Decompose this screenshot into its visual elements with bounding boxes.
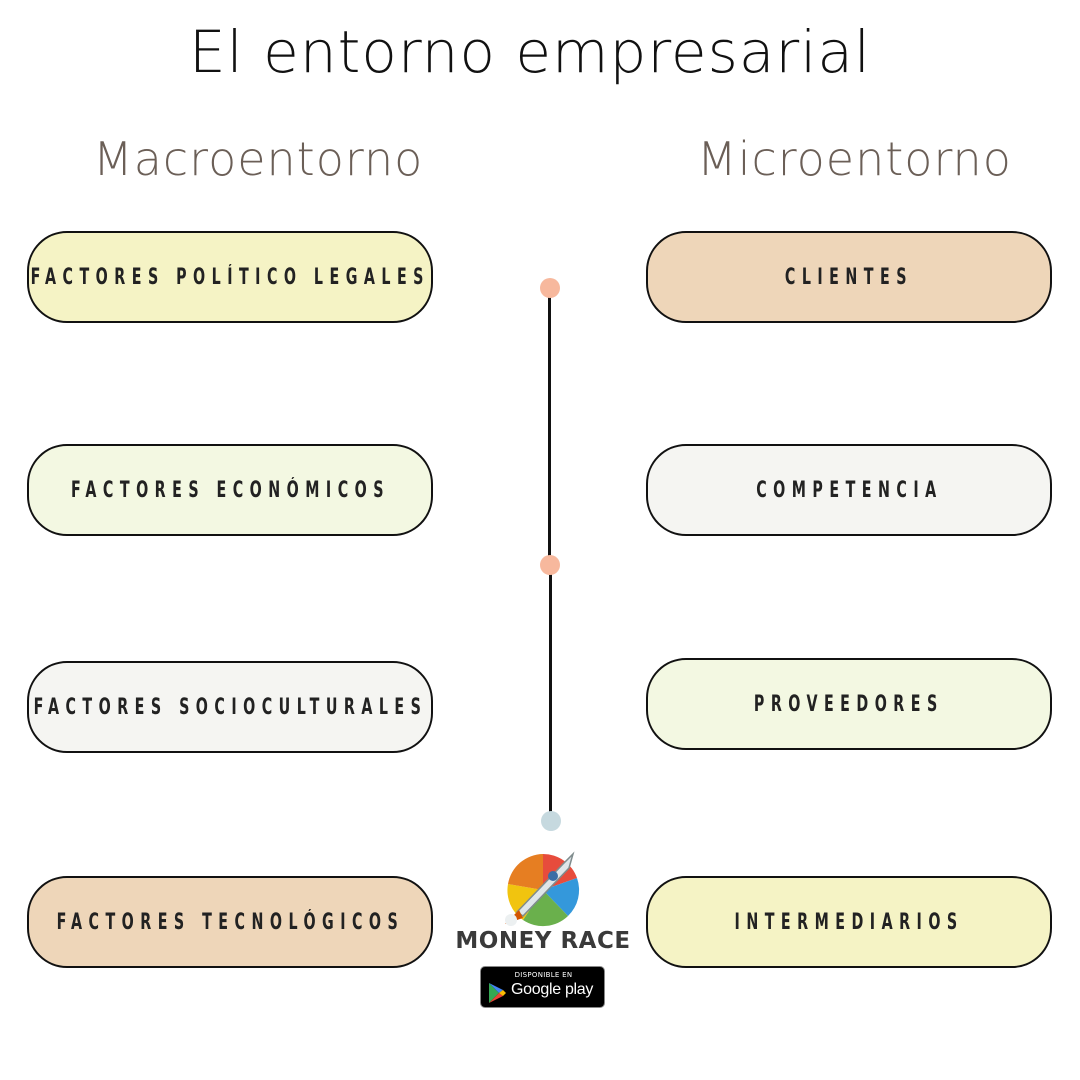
- timeline-line-upper: [548, 292, 551, 564]
- timeline-dot-middle: [540, 555, 560, 575]
- macro-box-label: FACTORES ECONÓMICOS: [70, 477, 390, 503]
- google-play-badge[interactable]: DISPONIBLE EN Google play: [480, 966, 605, 1008]
- macro-box-label: FACTORES TECNOLÓGICOS: [56, 909, 404, 935]
- macro-box-label: FACTORES POLÍTICO LEGALES: [30, 264, 430, 290]
- timeline-line-lower: [549, 570, 552, 814]
- micro-box-label: COMPETENCIA: [755, 477, 943, 503]
- macro-box-label: FACTORES SOCIOCULTURALES: [33, 694, 427, 720]
- timeline-dot-top: [540, 278, 560, 298]
- badge-store-text: Google play: [511, 981, 594, 998]
- macro-box-politico-legales: FACTORES POLÍTICO LEGALES: [27, 231, 433, 323]
- money-race-logo-icon: [505, 851, 581, 928]
- money-race-wordmark: MONEY RACE: [455, 928, 631, 954]
- micro-box-proveedores: PROVEEDORES: [646, 658, 1052, 750]
- micro-box-label: PROVEEDORES: [754, 691, 944, 717]
- google-play-icon: [489, 983, 506, 1003]
- macro-box-economicos: FACTORES ECONÓMICOS: [27, 444, 433, 536]
- timeline-dot-bottom: [541, 811, 561, 831]
- micro-box-clientes: CLIENTES: [646, 231, 1052, 323]
- badge-available-text: DISPONIBLE EN: [514, 971, 573, 979]
- micro-box-intermediarios: INTERMEDIARIOS: [646, 876, 1052, 968]
- micro-box-label: INTERMEDIARIOS: [734, 909, 964, 935]
- macro-box-tecnologicos: FACTORES TECNOLÓGICOS: [27, 876, 433, 968]
- macro-box-socioculturales: FACTORES SOCIOCULTURALES: [27, 661, 433, 753]
- page-title: El entorno empresarial: [188, 18, 871, 86]
- microentorno-heading: Microentorno: [697, 132, 1012, 186]
- macroentorno-heading: Macroentorno: [93, 132, 424, 186]
- micro-box-competencia: COMPETENCIA: [646, 444, 1052, 536]
- micro-box-label: CLIENTES: [784, 264, 914, 290]
